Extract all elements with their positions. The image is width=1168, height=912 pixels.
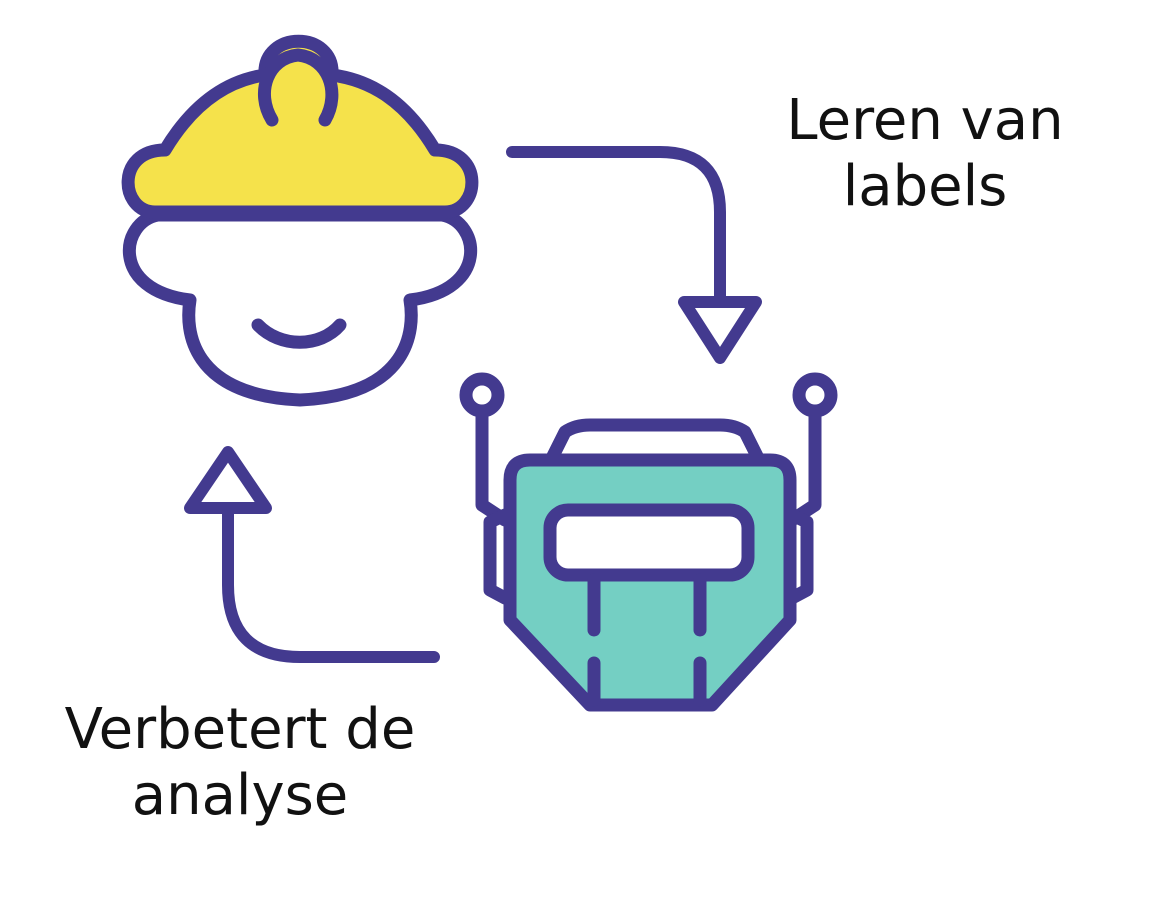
- label-learn-line1: Leren van: [786, 88, 1064, 153]
- arrow-robot-to-worker: [184, 446, 440, 663]
- construction-worker-icon: [121, 34, 479, 407]
- label-improve-line1: Verbetert de: [64, 697, 416, 762]
- robot-icon: [459, 372, 838, 712]
- label-improves-analysis: Verbetert de analyse: [40, 697, 440, 829]
- label-learn-from-labels: Leren van labels: [760, 88, 1090, 220]
- label-learn-line2: labels: [842, 154, 1008, 219]
- label-improve-line2: analyse: [131, 763, 349, 828]
- arrow-worker-to-robot: [506, 146, 762, 364]
